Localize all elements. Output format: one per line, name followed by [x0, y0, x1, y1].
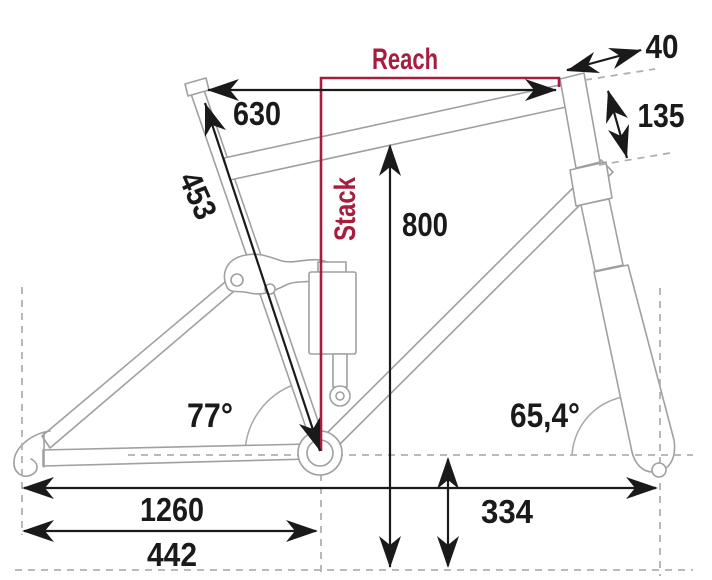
bearings-group	[297, 430, 667, 478]
label-reach: Reach	[372, 43, 438, 76]
dim-top-tube: 630	[233, 95, 281, 132]
arrowhead	[205, 103, 226, 137]
dim-chainstay: 442	[147, 536, 197, 573]
arrowhead	[286, 520, 318, 542]
arrowhead	[608, 48, 642, 69]
rocker-pivot-1	[230, 273, 244, 287]
shock-body	[308, 271, 357, 355]
dim-standover: 800	[402, 206, 448, 243]
fork-crown	[569, 161, 613, 207]
label-stack: Stack	[329, 177, 362, 241]
arrowhead	[626, 477, 658, 499]
fork-lower-leg	[593, 264, 676, 473]
arrowhead	[379, 536, 401, 568]
arrowhead	[437, 536, 459, 568]
dim-head-tube: 135	[638, 97, 685, 134]
fork-group	[559, 72, 676, 473]
dim-stem-length: 40	[646, 28, 679, 65]
dim-seat-tube: 453	[172, 166, 224, 224]
reference-lines-group	[15, 68, 693, 576]
arrowhead	[525, 79, 557, 101]
arrowhead	[437, 457, 459, 489]
chainstay	[42, 443, 311, 467]
arrowhead	[379, 144, 401, 176]
shock-shaft	[332, 353, 348, 388]
seat-tube-dim-line	[203, 102, 322, 452]
dim-bb-height: 334	[481, 493, 534, 530]
dim-seat-tube-angle: 77°	[187, 397, 233, 435]
arrowhead	[566, 52, 600, 73]
reach-stack-bracket	[319, 76, 561, 451]
arrowhead	[606, 90, 628, 124]
rear-dropout	[13, 430, 51, 477]
head-tube	[559, 72, 601, 169]
arrowhead	[608, 124, 629, 158]
arrowhead	[22, 477, 54, 499]
arrowhead	[22, 520, 54, 542]
headtube-bottom-reference	[598, 151, 677, 166]
seat-angle-arc	[244, 383, 297, 456]
dim-head-tube-angle: 65,4°	[510, 397, 580, 435]
dim-wheelbase: 1260	[140, 491, 204, 528]
shock-eyelet-inner	[335, 391, 345, 401]
front-axle	[651, 462, 667, 478]
dimension-arrows-group	[22, 48, 658, 568]
arrowhead	[299, 417, 320, 451]
arrowhead	[207, 79, 239, 101]
fork-stanchion	[580, 198, 624, 272]
